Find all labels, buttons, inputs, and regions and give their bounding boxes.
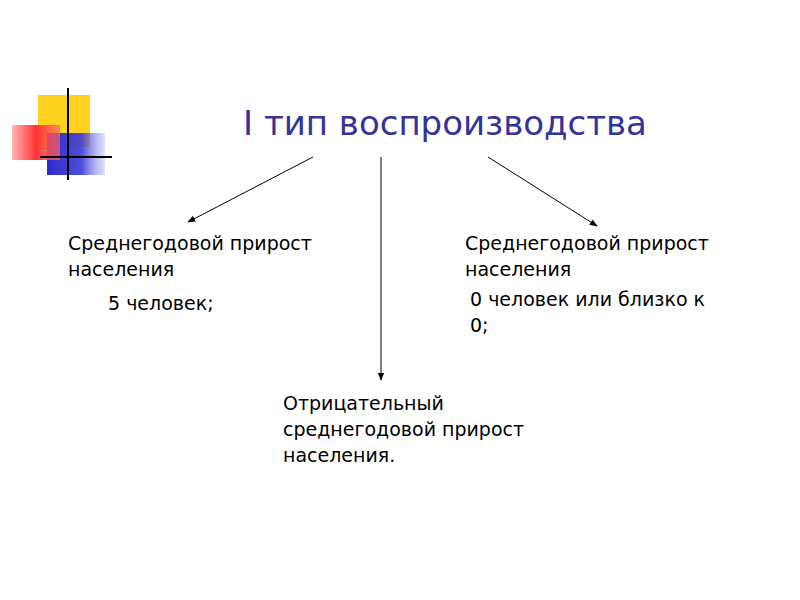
node-text: 5 человек; [68,290,313,316]
arrow-connector [188,157,313,222]
node-text: Среднегодовой прирост населения [68,230,313,282]
arrow-connector [488,157,597,226]
dark-rule [40,156,112,158]
vertical-rule [67,88,69,180]
text-node: Отрицательный среднегодовой прирост насе… [283,380,528,474]
red-square [12,125,60,160]
title-rule [112,156,790,159]
text-node: Среднегодовой прирост населения0 человек… [465,226,710,344]
arrow-connector [381,157,382,380]
node-text: Отрицательный среднегодовой прирост насе… [283,390,528,468]
text-node: Среднегодовой прирост населения 5 человек… [68,222,313,322]
diagram-heading: I тип воспроизводства [215,103,675,143]
title-node: I тип воспроизводства [215,95,675,157]
node-text: 0 человек или близко к 0; [465,286,710,338]
node-text: Среднегодовой прирост населения [465,230,710,282]
